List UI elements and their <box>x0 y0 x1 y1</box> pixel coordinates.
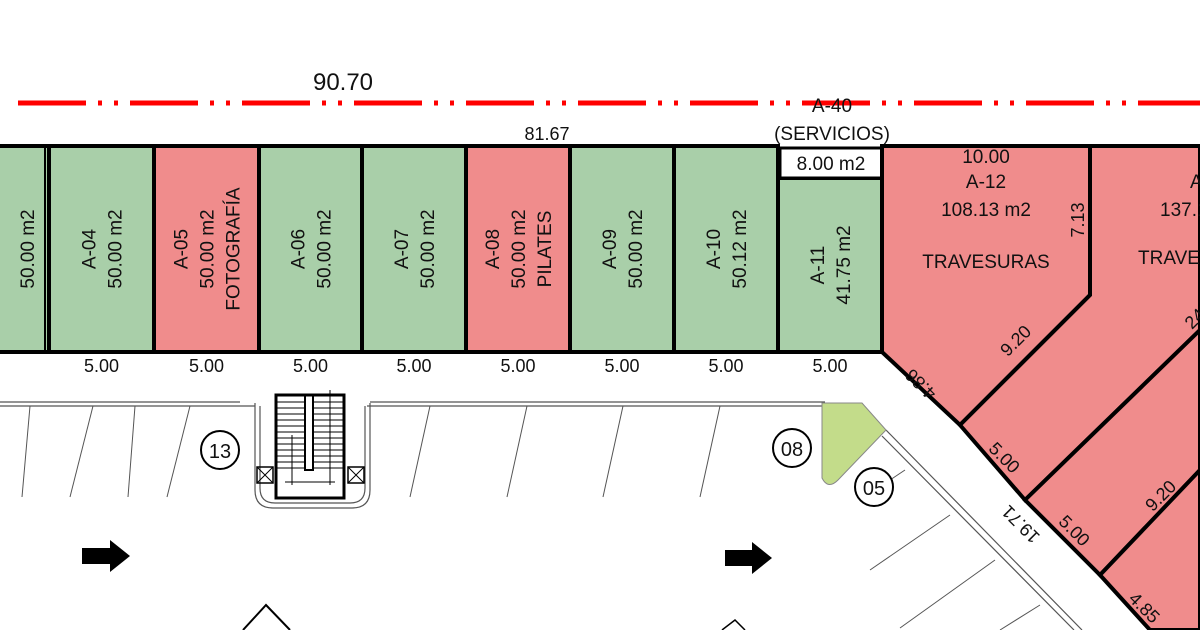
svg-text:13: 13 <box>209 441 231 463</box>
unit-code: A-06 <box>289 229 310 269</box>
svg-text:08: 08 <box>781 439 803 461</box>
unit-code: A-08 <box>483 229 504 269</box>
services-code: A-40 <box>812 96 852 117</box>
unit-width-dim: 5.00 <box>604 356 639 376</box>
unit-width-dim: 5.00 <box>500 356 535 376</box>
green-area <box>821 402 887 485</box>
unit-code: A-04 <box>80 229 101 270</box>
unit-width-dim: 5.00 <box>189 356 224 376</box>
services-area: 8.00 m2 <box>797 154 866 175</box>
parking-curb <box>0 401 1083 630</box>
a12-code: A-12 <box>966 172 1006 193</box>
unit-area: 50.00 m2 <box>315 209 336 288</box>
unit-area: 50.12 m2 <box>730 209 751 288</box>
unit-width-dim: 5.00 <box>84 356 119 376</box>
unit-width-dim: 5.00 <box>293 356 328 376</box>
services-name: (SERVICIOS) <box>774 124 890 145</box>
unit-area: 50.00 m2 <box>18 209 39 288</box>
unit-code: A-10 <box>704 229 725 269</box>
a12-width: 10.00 <box>962 147 1010 168</box>
unit-area: 50.00 m2 <box>198 209 219 288</box>
unit-a-10[interactable] <box>672 144 780 354</box>
unit-area: 41.75 m2 <box>834 225 855 304</box>
unit-area: 50.00 m2 <box>509 209 530 288</box>
overall-dimension: 90.70 <box>313 69 373 96</box>
frontage-dimension: 81.67 <box>524 124 569 144</box>
parking-slots <box>21 405 1041 630</box>
traffic-arrow-icon <box>725 542 772 574</box>
a12-side-dim: 7.13 <box>1068 202 1088 237</box>
unit-a-09[interactable] <box>568 144 676 354</box>
unit-a15[interactable] <box>1097 467 1200 630</box>
unit-tenant: FOTOGRAFÍA <box>224 187 245 310</box>
unit-area: 50.00 m2 <box>106 209 127 288</box>
unit-area: 50.00 m2 <box>418 209 439 288</box>
parking-zone-13: 13 <box>200 430 240 470</box>
a12-tenant: TRAVESURAS <box>922 252 1049 273</box>
unit-a-06[interactable] <box>257 144 364 354</box>
unit-width-dim: 5.00 <box>812 356 847 376</box>
unit-a-04[interactable] <box>47 144 156 354</box>
unit-a-08[interactable] <box>464 144 572 354</box>
a12-area: 108.13 m2 <box>941 200 1031 221</box>
traffic-arrow-icon <box>82 540 130 572</box>
services-box[interactable] <box>778 146 884 180</box>
unit-a-05[interactable] <box>152 144 261 354</box>
stair-icon <box>256 390 365 500</box>
column-marker-icon <box>721 619 746 630</box>
a13-area: 137.1 <box>1160 200 1200 221</box>
svg-text:05: 05 <box>863 478 885 500</box>
parking-zone-05: 05 <box>854 467 894 507</box>
unit-width-dim: 5.00 <box>708 356 743 376</box>
unit-width-dim: 5.00 <box>396 356 431 376</box>
a13-code: A <box>1190 172 1200 193</box>
unit-a-11[interactable] <box>776 176 884 354</box>
parking-zone-08: 08 <box>772 428 812 468</box>
unit-code: A-07 <box>392 229 413 269</box>
unit-code: A-05 <box>172 229 193 269</box>
column-marker-icon <box>242 603 291 630</box>
unit-code: A-09 <box>600 229 621 269</box>
a13-tenant: TRAVES <box>1138 248 1200 269</box>
unit-a-07[interactable] <box>360 144 468 354</box>
unit-area: 50.00 m2 <box>626 209 647 288</box>
unit-tenant: PILATES <box>535 211 556 288</box>
unit-code: A-11 <box>808 246 829 285</box>
